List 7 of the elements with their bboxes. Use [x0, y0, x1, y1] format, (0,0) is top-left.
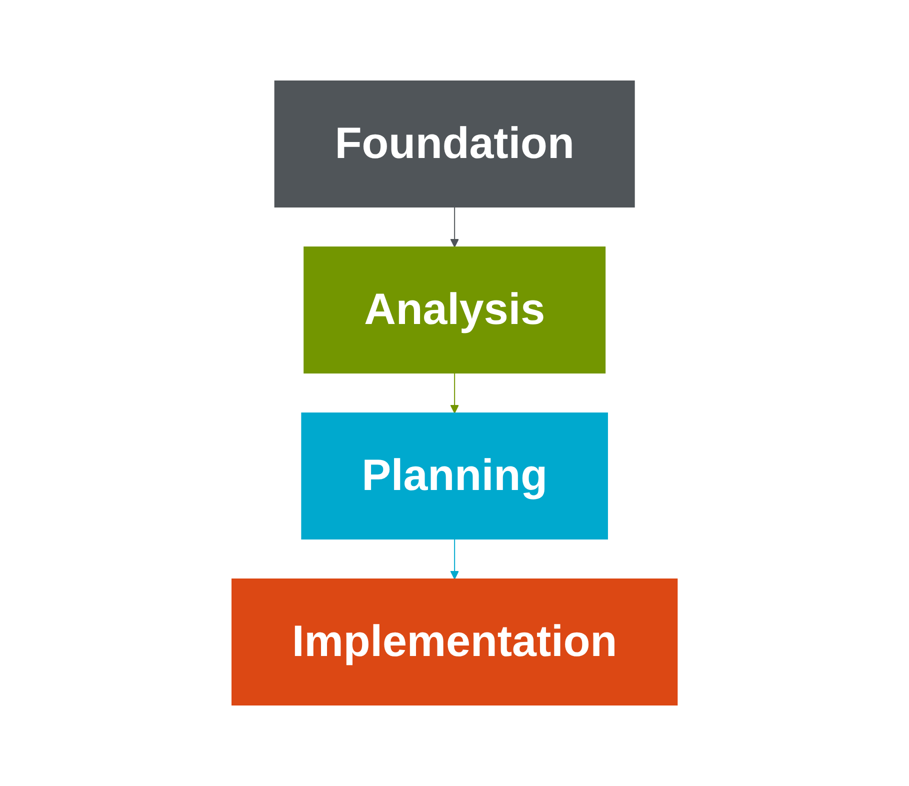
arrow — [450, 538, 459, 580]
node-box: Foundation — [274, 80, 635, 208]
arrow — [450, 372, 459, 414]
node-box: Planning — [301, 412, 608, 540]
node-box: Analysis — [304, 246, 606, 374]
arrow — [450, 206, 459, 248]
node-box: Implementation — [231, 578, 678, 706]
